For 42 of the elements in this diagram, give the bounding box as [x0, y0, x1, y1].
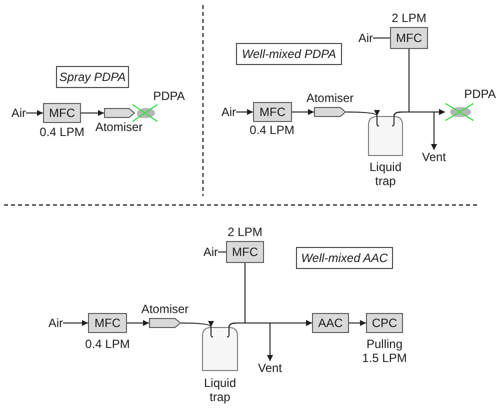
arrow: [180, 320, 212, 328]
arrow: [244, 262, 273, 362]
component-label: PDPA: [153, 89, 185, 103]
flow-rate-label: 2 LPM: [392, 11, 426, 25]
instrument-label: MFC: [396, 31, 422, 45]
flow-rate-label: 0.4 LPM: [40, 125, 84, 139]
instrument-box: [312, 313, 349, 333]
flow-rate-label: 0.4 LPM: [85, 337, 130, 351]
flow-rate-label: 0.4 LPM: [250, 123, 294, 137]
arrow: [26, 110, 44, 116]
instrument-label: MFC: [94, 316, 120, 330]
inlet-label: Air: [358, 31, 373, 45]
instrument-label: AAC: [318, 316, 343, 330]
panel-title-box: Spray PDPA: [56, 66, 129, 88]
arrow: [408, 48, 437, 150]
panel-title-box: Well-mixed AAC: [296, 247, 393, 269]
arrow: [62, 320, 88, 326]
component-label: PDPA: [464, 87, 496, 101]
inlet-label: Air: [203, 245, 218, 259]
arrow: [348, 320, 366, 326]
arrow: [126, 320, 150, 326]
component-label: Atomiser: [141, 302, 189, 316]
component-label: Liquid trap: [203, 376, 237, 404]
inlet-label: Air: [221, 105, 236, 119]
vent-label: Vent: [258, 361, 282, 375]
component-label: Atomiser: [95, 120, 143, 134]
arrow: [292, 109, 314, 115]
instrument-label: MFC: [49, 106, 75, 120]
instrument-label: MFC: [260, 105, 286, 119]
instrument-label: MFC: [232, 245, 258, 259]
flow-rate-label: Pulling 1.5 LPM: [362, 337, 408, 365]
inlet-label: Air: [48, 316, 63, 330]
inlet-label: Air: [11, 106, 26, 120]
component-label: Liquid trap: [368, 160, 402, 188]
component-label: Atomiser: [306, 91, 354, 105]
flow-rate-label: 2 LPM: [228, 225, 262, 239]
arrow: [346, 109, 378, 116]
panel-title-box: Well-mixed PDPA: [236, 43, 342, 65]
instrument-label: CPC: [372, 316, 398, 330]
arrow: [80, 110, 104, 116]
vent-label: Vent: [422, 150, 446, 164]
arrow: [236, 109, 254, 115]
